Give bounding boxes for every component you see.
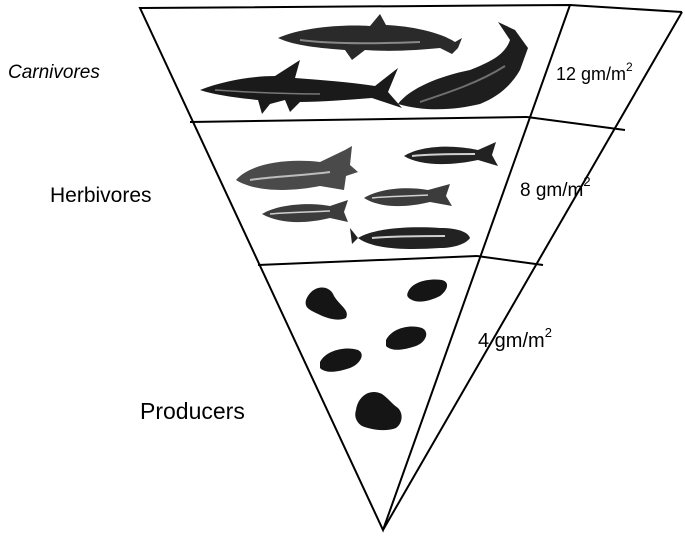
herbivores-biomass-value: 8 gm/m (520, 180, 583, 201)
producers-biomass-exponent: 2 (545, 325, 552, 340)
pyramid-back-edge (570, 5, 682, 12)
herbivore-fish-icon (404, 142, 498, 166)
carnivore-tier (200, 14, 528, 114)
producers-label: Producers (140, 398, 245, 424)
herbivore-fish-icon (350, 227, 470, 249)
shark-icon (200, 60, 402, 114)
carnivores-biomass: 12 gm/m2 (556, 60, 633, 84)
phytoplankton-icon (355, 392, 401, 430)
herbivores-biomass-exponent: 2 (583, 174, 590, 189)
side-divider-top (527, 117, 625, 130)
herbivores-label: Herbivores (50, 184, 152, 207)
side-divider-bottom (477, 256, 543, 265)
herbivores-biomass: 8 gm/m2 (520, 174, 591, 201)
carnivores-biomass-exponent: 2 (626, 60, 633, 74)
herbivore-fish-icon (364, 184, 452, 206)
phytoplankton-icon (386, 327, 426, 350)
phytoplankton-icon (407, 280, 447, 302)
phytoplankton-icon (306, 287, 347, 319)
herbivore-fish-icon (236, 146, 358, 190)
tier-divider-top (190, 117, 527, 122)
carnivores-label: Carnivores (8, 62, 100, 83)
producers-biomass: 4 gm/m2 (478, 325, 552, 352)
tier-divider-bottom (258, 256, 477, 265)
herbivore-fish-icon (262, 200, 348, 222)
dolphin-icon (278, 14, 462, 60)
herbivore-tier (236, 142, 498, 249)
phytoplankton-icon (320, 349, 362, 372)
carnivores-biomass-value: 12 gm/m (556, 64, 626, 84)
producers-biomass-value: 4 gm/m (478, 330, 545, 352)
